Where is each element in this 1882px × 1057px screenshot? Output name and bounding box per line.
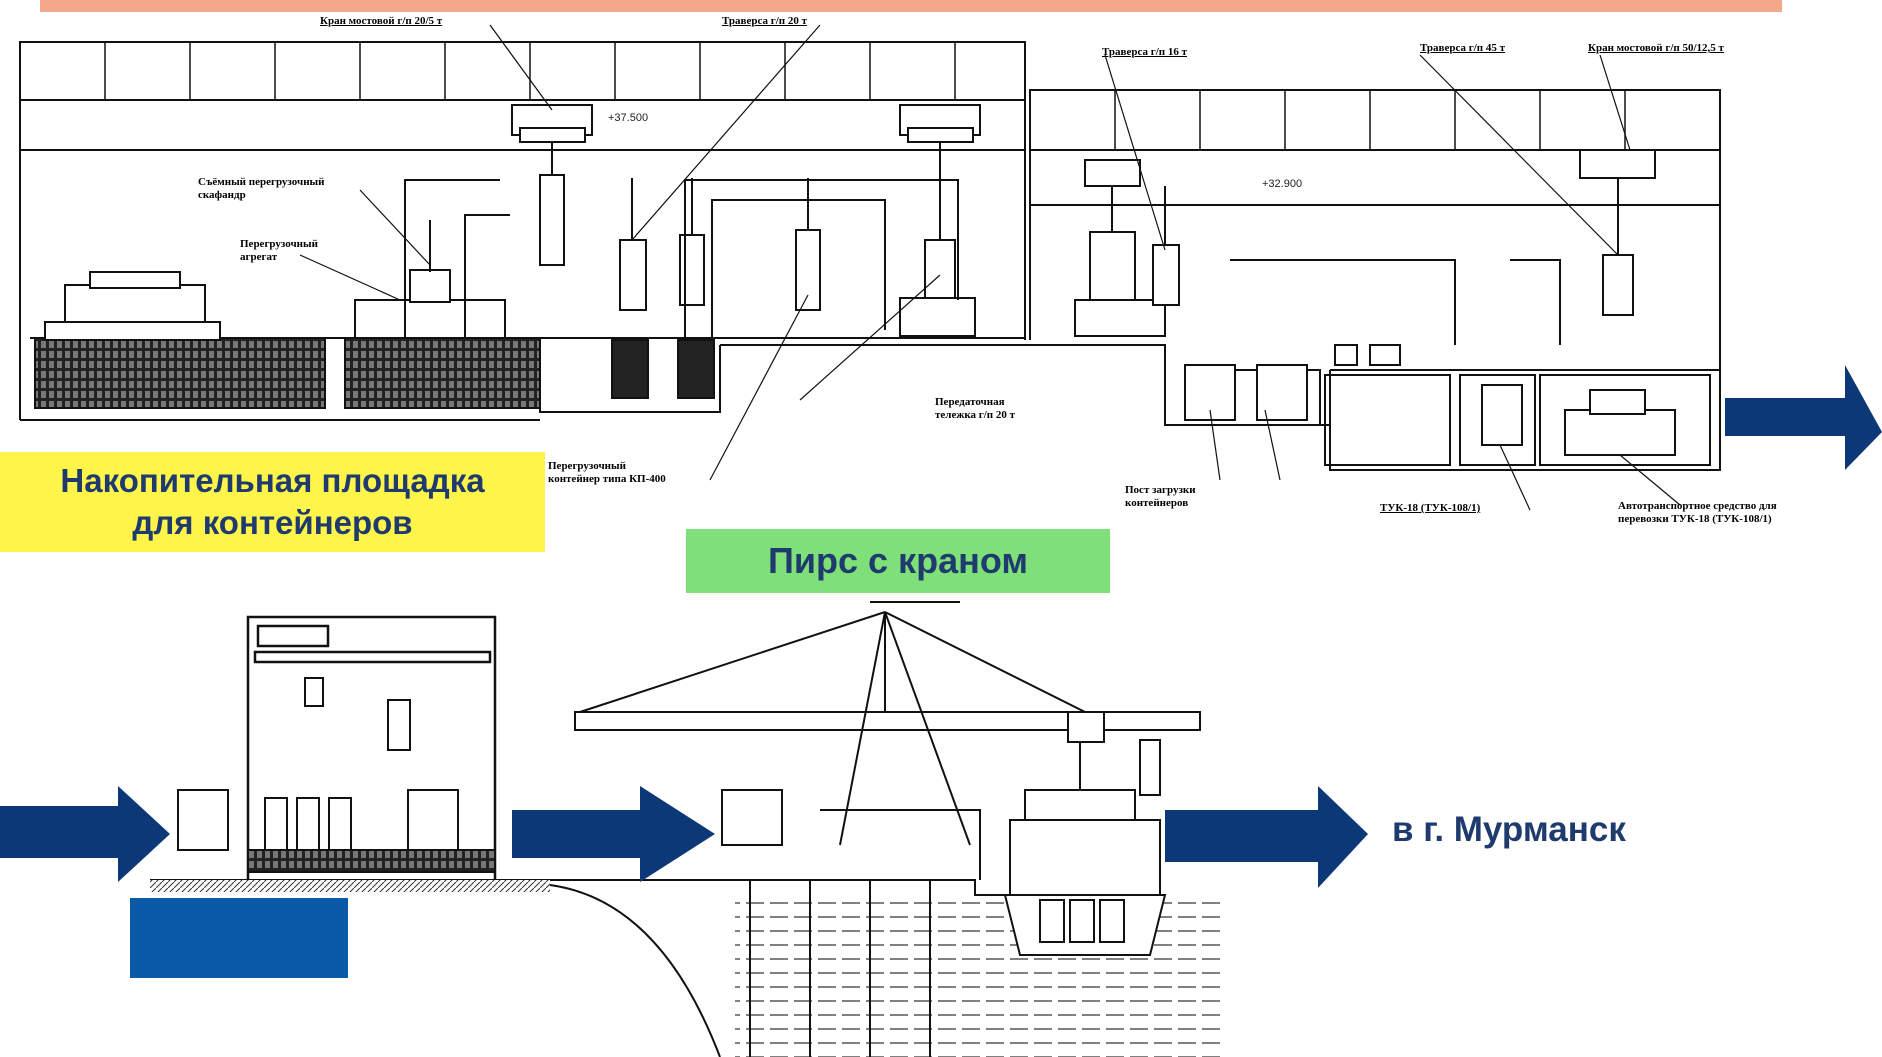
right-arrow-icon [1725,365,1882,470]
storage-pit-1 [34,337,326,409]
right-arrow-icon [1165,786,1368,888]
top-title-band [40,0,1782,12]
bridge-crane-trolleys [511,104,981,143]
label-crane-bridge-right: Кран мостовой г/п 50/12,5 т [1588,42,1724,54]
label-reload-unit: Перегрузочный агрегат [240,238,318,264]
label-reload-container-line1: Перегрузочный [548,460,626,472]
right-arrow-icon [0,786,170,882]
storage-callout-line2: для контейнеров [132,504,413,541]
label-loading-post-line2: контейнеров [1125,497,1189,509]
label-traverse-45: Траверса г/п 45 т [1420,42,1506,54]
right-arrow-icon [512,786,715,882]
label-reload-container-line2: контейнер типа КП-400 [548,473,666,485]
storage-callout-line1: Накопительная площадка [60,462,485,499]
label-transfer-cart-line2: тележка г/п 20 т [935,409,1016,421]
label-vehicle: Автотранспортное средство для перевозки … [1618,500,1777,526]
label-traverse-20: Траверса г/п 20 т [722,15,808,27]
embankment [549,884,721,1057]
label-vehicle-line2: перевозки ТУК-18 (ТУК-108/1) [1618,513,1772,525]
portal-frames [404,179,959,338]
label-vehicle-line1: Автотранспортное средство для [1618,500,1777,512]
pier-crane-tower [1067,711,1161,796]
label-crane-bridge-left: Кран мостовой г/п 20/5 т [320,15,443,27]
label-reload-unit-line2: агрегат [240,251,278,263]
storage-area-callout: Накопительная площадка для контейнеров [0,452,545,552]
storage-floor [247,849,496,873]
destination-label: в г. Мурманск [1392,810,1626,849]
label-reload-unit-line1: Перегрузочный [240,238,318,250]
ship [1003,789,1167,956]
elevation-left: +37.500 [608,112,649,124]
label-traverse-16: Траверса г/п 16 т [1102,46,1188,58]
label-tuk: ТУК-18 (ТУК-108/1) [1380,502,1481,514]
storage-pit-2 [344,337,541,409]
stored-containers [44,220,506,341]
label-removable-shield: Съёмный перегрузочный скафандр [198,176,324,202]
leader-lines [299,24,1681,511]
label-transfer-cart: Передаточная тележка г/п 20 т [935,396,1015,422]
label-removable-shield-line2: скафандр [198,189,246,201]
storage-building [246,615,497,880]
label-loading-post: Пост загрузки контейнеров [1125,484,1196,510]
label-reload-container: Перегрузочный контейнер типа КП-400 [548,460,666,486]
reload-shafts [611,339,715,399]
right-hall-equipment [1074,149,1676,456]
label-loading-post-line1: Пост загрузки [1125,484,1196,496]
hanging-loads [539,142,976,337]
pier-container [721,789,783,846]
label-transfer-cart-line1: Передаточная [935,396,1005,408]
blue-block [130,898,348,978]
label-removable-shield-line1: Съёмный перегрузочный [198,176,325,188]
pier-callout: Пирс с краном [686,529,1110,593]
elevation-right: +32.900 [1262,178,1303,190]
storage-containers [177,677,459,851]
